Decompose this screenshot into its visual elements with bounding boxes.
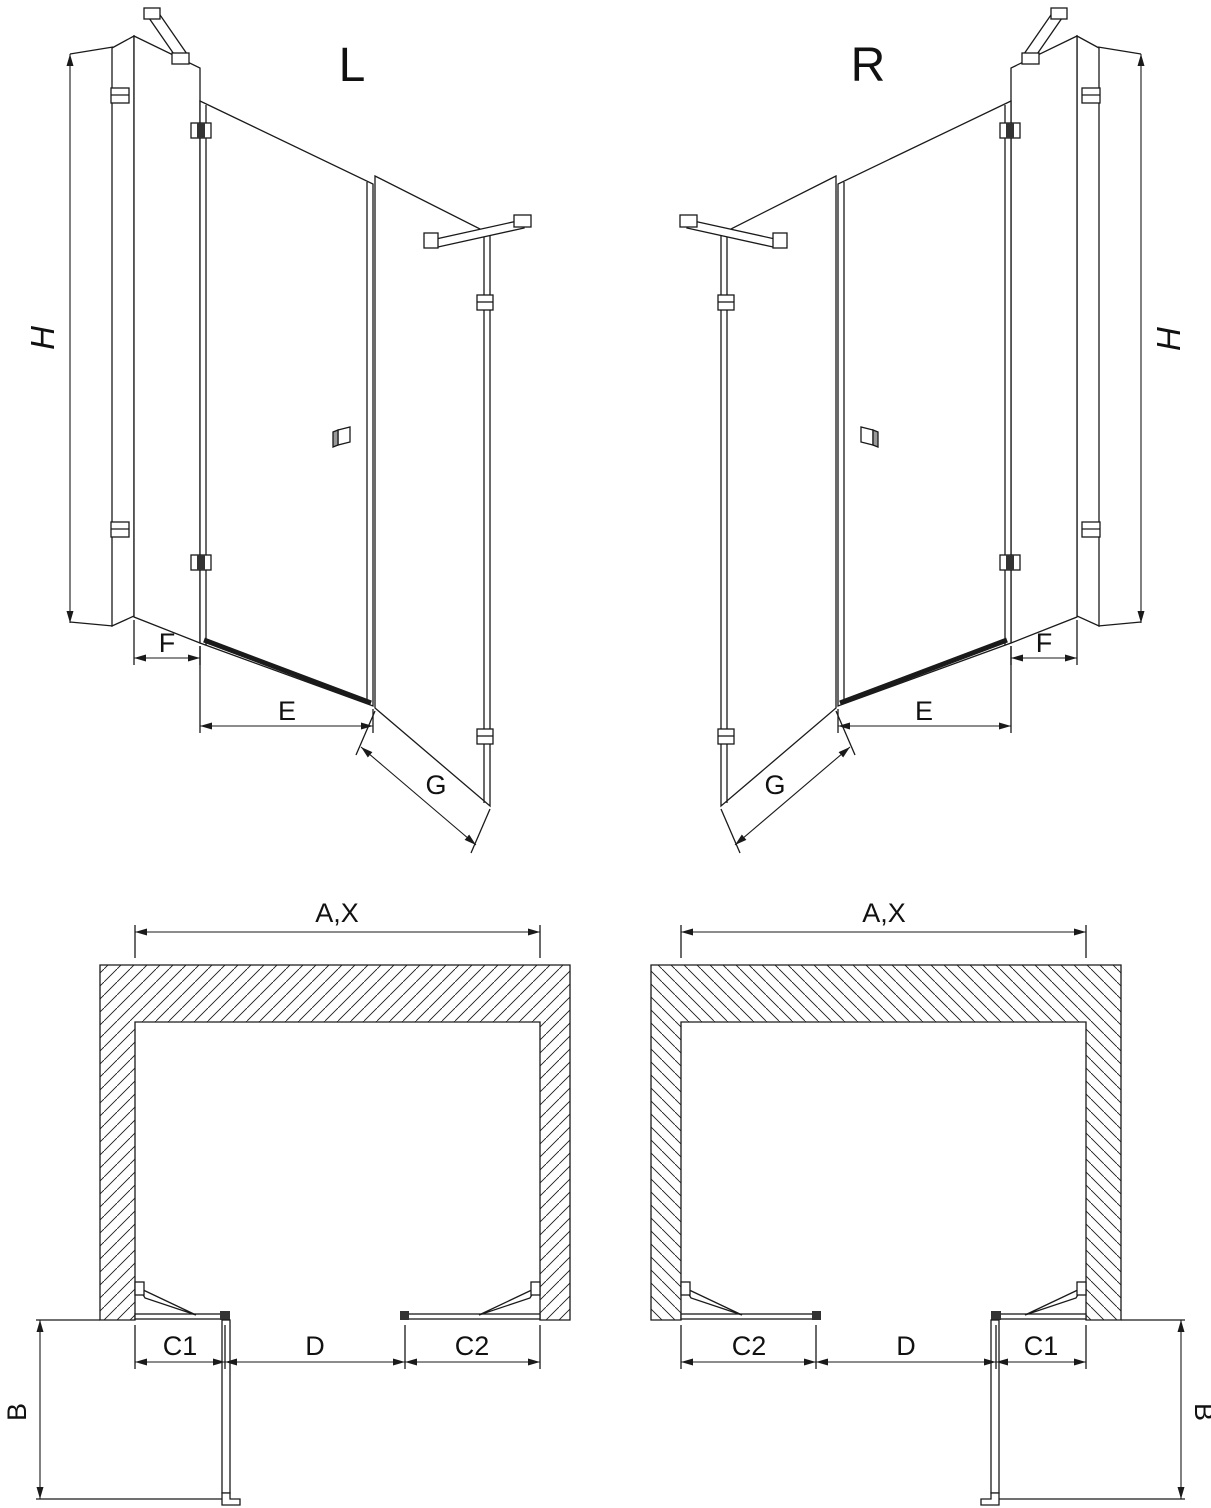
- dim-label-b: B: [1189, 1403, 1211, 1421]
- dim-label-ax: A,X: [315, 898, 359, 928]
- view-title-right: R: [851, 39, 886, 92]
- dim-label-g: G: [425, 770, 446, 800]
- plan-view-right: A,X C2 D C1 B: [616, 898, 1211, 1508]
- dim-label-f: F: [1036, 628, 1053, 658]
- view-title-left: L: [339, 39, 366, 92]
- dim-label-ax: A,X: [862, 898, 906, 928]
- dim-label-f: F: [159, 628, 176, 658]
- dim-label-c2: C2: [732, 1331, 767, 1361]
- dim-label-c2: C2: [455, 1331, 490, 1361]
- dim-label-c1: C1: [163, 1331, 198, 1361]
- dim-label-d: D: [896, 1331, 916, 1361]
- dim-label-e: E: [278, 696, 296, 726]
- dim-label-g: G: [764, 770, 785, 800]
- dim-label-c1: C1: [1024, 1331, 1059, 1361]
- dim-label-b: B: [2, 1403, 32, 1421]
- dim-label-d: D: [305, 1331, 325, 1361]
- dim-label-h: H: [24, 326, 61, 350]
- perspective-view-left: L H F E G: [24, 6, 605, 872]
- dim-label-e: E: [915, 696, 933, 726]
- dim-label-h: H: [1150, 326, 1187, 350]
- perspective-view-right: R H F E G: [606, 6, 1187, 872]
- plan-view-left: A,X C1 D C2 B: [2, 898, 600, 1508]
